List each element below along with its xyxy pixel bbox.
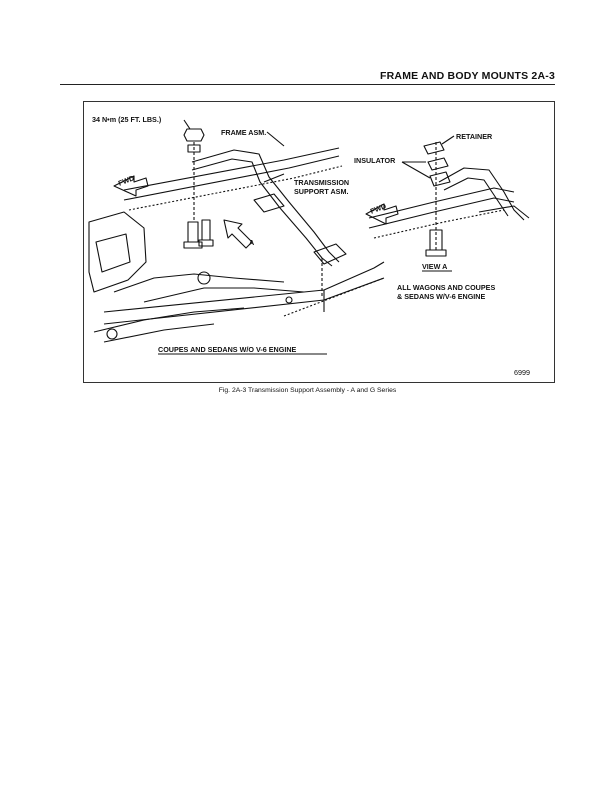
insulator-label: INSULATOR bbox=[354, 156, 396, 165]
retainer bbox=[423, 141, 445, 155]
mount-nut bbox=[183, 128, 205, 142]
view-a-arrow-label: A bbox=[249, 238, 255, 247]
frame-rail-upper bbox=[123, 147, 340, 191]
transmission-support-label-line1: TRANSMISSION bbox=[294, 178, 350, 187]
transmission-support-label-line2: SUPPORT ASM. bbox=[294, 187, 349, 196]
subframe-left bbox=[88, 211, 147, 293]
figure-caption: Fig. 2A-3 Transmission Support Assembly … bbox=[218, 387, 397, 394]
wagons-note-line1: ALL WAGONS AND COUPES bbox=[397, 283, 496, 292]
view-a-arrow bbox=[223, 219, 253, 249]
figure-frame: 34 N•m (25 FT. LBS.) FRAME ASM. TRANSMIS… bbox=[83, 101, 555, 383]
retainer-label: RETAINER bbox=[456, 132, 493, 141]
view-a-title: VIEW A bbox=[422, 262, 448, 271]
frame-rail-lower bbox=[103, 261, 385, 313]
transmission-support bbox=[191, 149, 340, 263]
technical-illustration bbox=[88, 119, 530, 355]
frame-asm-label: FRAME ASM. bbox=[221, 128, 267, 137]
coupes-note: COUPES AND SEDANS W/O V-6 ENGINE bbox=[158, 345, 297, 354]
fwd-arrow-right bbox=[365, 203, 399, 225]
insulator bbox=[427, 157, 449, 171]
mount-bolt-left bbox=[187, 221, 199, 243]
frame-rail-view-a bbox=[368, 187, 515, 219]
torque-spec-label: 34 N•m (25 FT. LBS.) bbox=[92, 115, 162, 124]
wagons-note-line2: & SEDANS W/V-6 ENGINE bbox=[397, 292, 486, 301]
header-rule bbox=[60, 84, 555, 85]
fwd-arrow-left bbox=[113, 175, 149, 197]
page-header-title: FRAME AND BODY MOUNTS 2A-3 bbox=[380, 70, 555, 82]
figure-number: 6999 bbox=[514, 368, 530, 377]
